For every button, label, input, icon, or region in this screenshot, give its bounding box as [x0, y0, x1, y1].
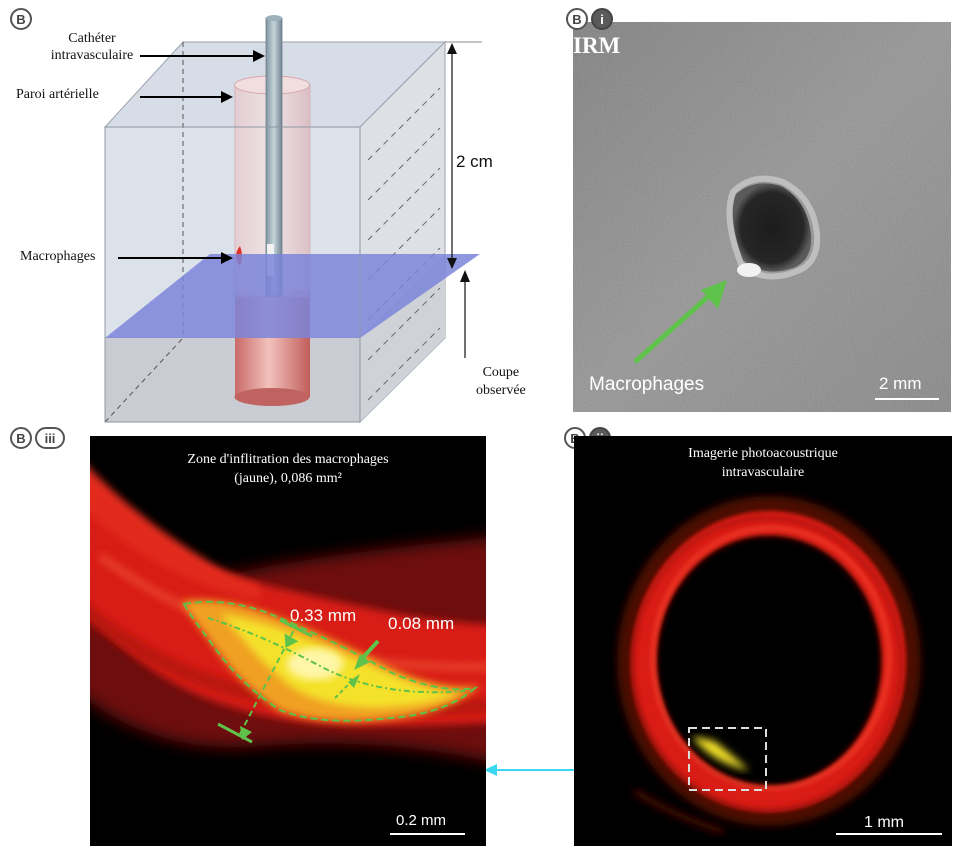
panel-letter: B	[10, 8, 32, 30]
zone-outline	[182, 600, 479, 722]
panel-letter: B	[10, 427, 32, 449]
panel-roman: iii	[35, 427, 65, 449]
dim-008-label: 0.08 mm	[388, 614, 455, 633]
dim-033-label: 0.33 mm	[290, 606, 357, 625]
mri-macrophages-label: Macrophages	[589, 374, 705, 395]
mri-bright-spot	[737, 263, 761, 277]
panel-tag-b-i: B i	[566, 8, 613, 30]
panel-tag-b-iii: B iii	[10, 427, 65, 449]
pa-scale-label: 1 mm	[864, 814, 904, 831]
vessel-ring	[632, 511, 906, 811]
mri-title: IRM	[573, 33, 621, 58]
mri-vessel-lumen	[732, 183, 812, 272]
pa-caption: Imagerie photoacoustrique intravasculair…	[688, 446, 838, 480]
box-bottom-shade	[105, 337, 360, 422]
zoom-caption: Zone d'inflitration des macrophages (jau…	[187, 452, 389, 486]
height-label: 2 cm	[456, 152, 493, 171]
region-of-interest-box	[688, 727, 767, 791]
zoom-image: Zone d'inflitration des macrophages (jau…	[90, 436, 486, 846]
panel-tag-b: B	[10, 8, 32, 30]
section-label: Coupe observée	[476, 365, 526, 398]
section-plane	[105, 254, 480, 338]
macrophages-label: Macrophages	[20, 249, 96, 264]
mri-scale-label: 2 mm	[879, 374, 922, 393]
photoacoustic-image: Imagerie photoacoustrique intravasculair…	[574, 436, 952, 846]
panel-letter: B	[566, 8, 588, 30]
catheter-label: Cathéter intravasculaire	[50, 31, 134, 63]
panel-roman: i	[591, 8, 613, 30]
mri-vessel-ring	[726, 175, 821, 280]
wall-label: Paroi artérielle	[16, 87, 99, 102]
hotspot	[692, 736, 749, 771]
mri-image: IRM Macrophages 2 mm	[573, 22, 951, 412]
zoom-scale-label: 0.2 mm	[396, 812, 447, 829]
